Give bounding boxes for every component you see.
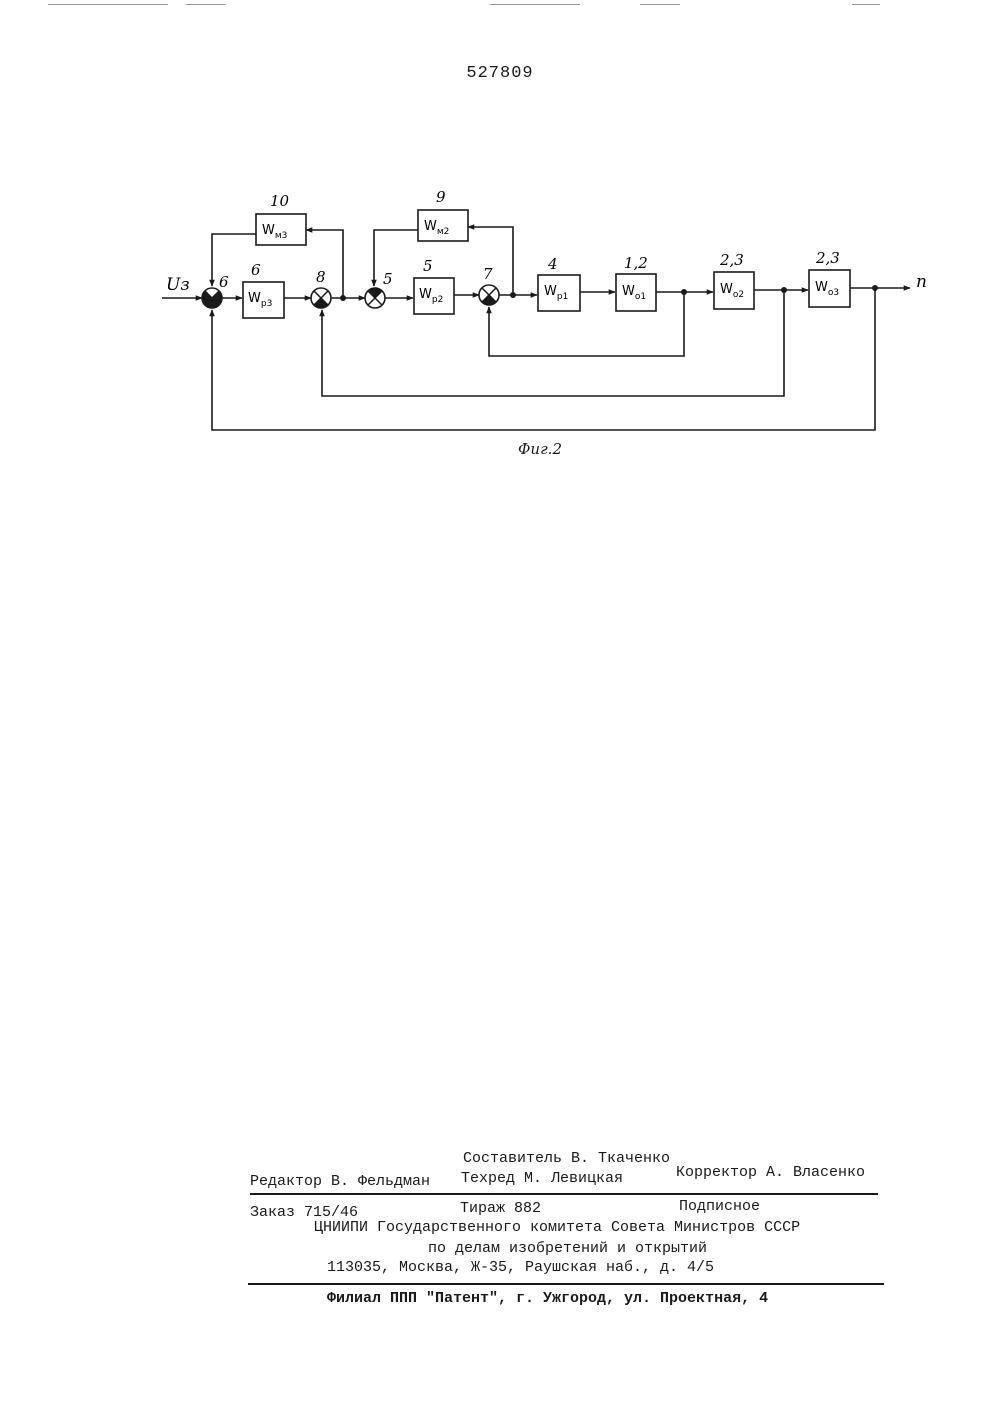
institute-line: ЦНИИПИ Государственного комитета Совета …: [314, 1219, 800, 1237]
editor-line: Редактор В. Фельдман: [250, 1173, 430, 1191]
branch-line: Филиал ППП "Патент", г. Ужгород, ул. Про…: [327, 1290, 768, 1308]
committee-line: по делам изобретений и открытий: [428, 1240, 707, 1258]
compiler-line: Составитель В. Ткаченко: [463, 1150, 670, 1168]
techred-line: Техред М. Левицкая: [461, 1170, 623, 1188]
subscription-line: Подписное: [679, 1198, 760, 1216]
rule: [250, 1193, 878, 1195]
corrector-line: Корректор А. Власенко: [676, 1164, 865, 1182]
address-line: 113035, Москва, Ж-35, Раушская наб., д. …: [327, 1259, 714, 1277]
circulation-line: Тираж 882: [460, 1200, 541, 1218]
rule: [248, 1283, 884, 1285]
